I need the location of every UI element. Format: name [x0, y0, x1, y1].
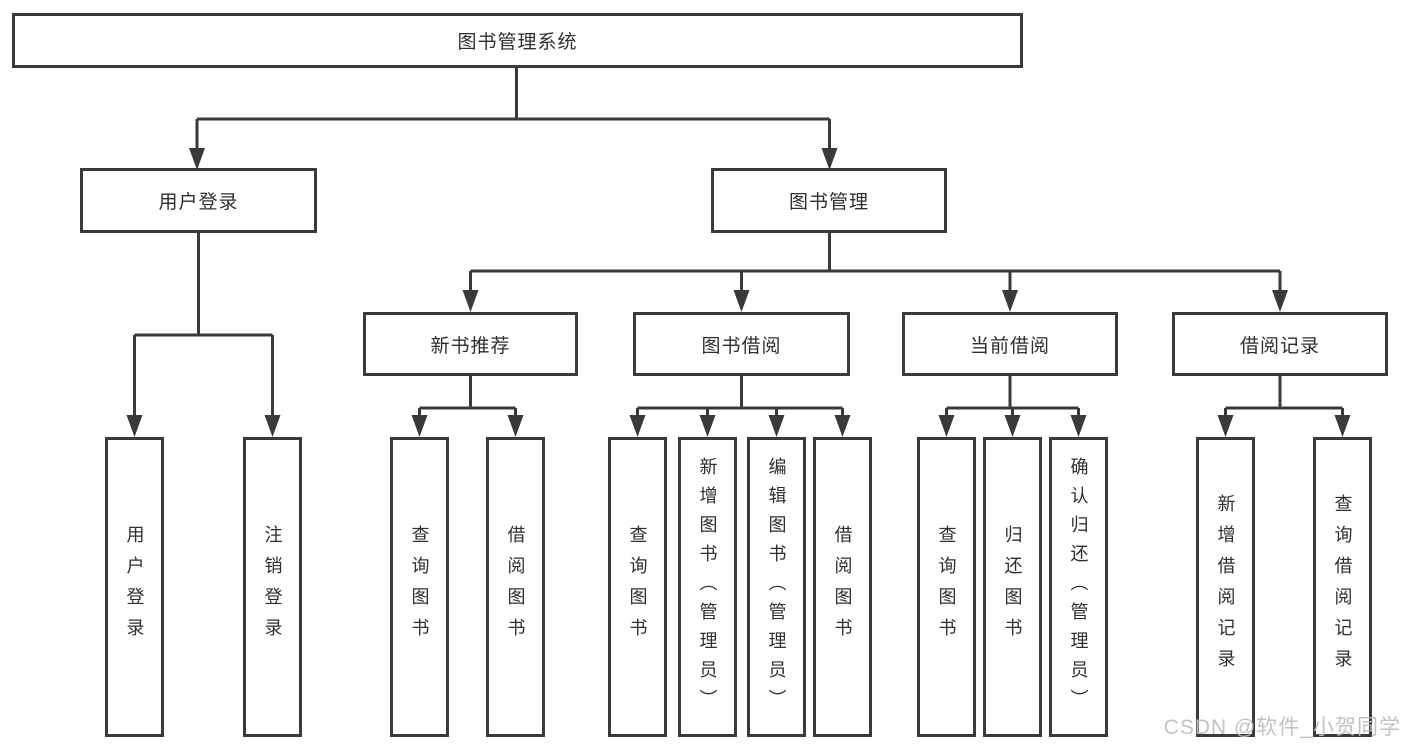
leaf-query-books-current-label: 查询图书 — [936, 525, 957, 649]
node-new-book-recommend: 新书推荐 — [363, 312, 578, 376]
leaf-add-borrow-record-label: 新增借阅记录 — [1215, 494, 1236, 680]
leaf-user-login: 用户登录 — [105, 437, 164, 737]
node-current-borrow-label: 当前借阅 — [969, 335, 1050, 357]
leaf-confirm-return-admin-label: 确认归还（管理员） — [1068, 456, 1089, 718]
node-book-borrow-label: 图书借阅 — [701, 335, 782, 357]
leaf-add-borrow-record: 新增借阅记录 — [1196, 437, 1255, 737]
leaf-query-books-recommend-label: 查询图书 — [409, 525, 430, 649]
leaf-borrow-books-borrow-label: 借阅图书 — [832, 525, 853, 649]
leaf-add-book-admin: 新增图书（管理员） — [678, 437, 737, 737]
node-user-login: 用户登录 — [80, 168, 317, 233]
leaf-logout: 注销登录 — [243, 437, 302, 737]
leaf-query-books-current: 查询图书 — [917, 437, 976, 737]
node-user-login-label: 用户登录 — [158, 192, 239, 213]
leaf-borrow-books-recommend: 借阅图书 — [486, 437, 545, 737]
leaf-query-borrow-record-label: 查询借阅记录 — [1332, 494, 1353, 680]
node-borrow-records: 借阅记录 — [1172, 312, 1388, 376]
leaf-borrow-books-recommend-label: 借阅图书 — [505, 525, 526, 649]
leaf-query-books-borrow: 查询图书 — [608, 437, 667, 737]
leaf-query-books-recommend: 查询图书 — [390, 437, 449, 737]
node-new-book-recommend-label: 新书推荐 — [430, 335, 511, 357]
node-library-system-label: 图书管理系统 — [457, 32, 578, 53]
node-current-borrow: 当前借阅 — [902, 312, 1118, 376]
node-book-management: 图书管理 — [711, 168, 947, 233]
leaf-borrow-books-borrow: 借阅图书 — [813, 437, 872, 737]
node-book-borrow: 图书借阅 — [633, 312, 850, 376]
leaf-return-books-label: 归还图书 — [1002, 525, 1023, 649]
arrowheads — [126, 148, 1351, 437]
leaf-edit-book-admin: 编辑图书（管理员） — [747, 437, 806, 737]
leaf-logout-label: 注销登录 — [262, 525, 283, 649]
leaf-add-book-admin-label: 新增图书（管理员） — [697, 456, 718, 718]
leaf-return-books: 归还图书 — [983, 437, 1042, 737]
leaf-confirm-return-admin: 确认归还（管理员） — [1049, 437, 1108, 737]
csdn-watermark: CSDN @软件_小贺同学 — [1163, 716, 1401, 739]
leaf-user-login-label: 用户登录 — [124, 525, 145, 649]
node-book-management-label: 图书管理 — [788, 192, 869, 213]
leaf-query-borrow-record: 查询借阅记录 — [1313, 437, 1372, 737]
node-borrow-records-label: 借阅记录 — [1239, 335, 1320, 357]
node-library-system: 图书管理系统 — [12, 13, 1023, 68]
leaf-query-books-borrow-label: 查询图书 — [627, 525, 648, 649]
leaf-edit-book-admin-label: 编辑图书（管理员） — [766, 456, 787, 718]
